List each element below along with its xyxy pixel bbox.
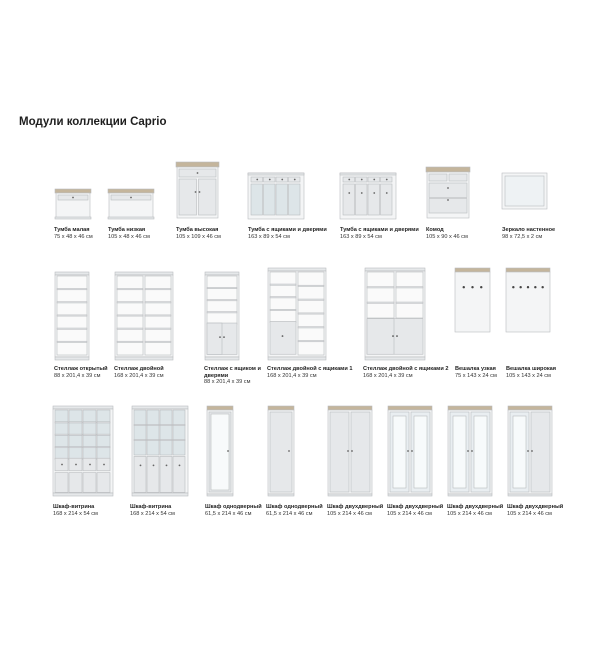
furniture-illustration bbox=[505, 267, 551, 333]
module-dimensions: 168 x 201,4 x 39 см bbox=[363, 372, 413, 379]
module-name: Шкаф двухдверный bbox=[447, 504, 504, 510]
furniture-illustration bbox=[204, 271, 240, 361]
module-name: Стеллаж двойной bbox=[114, 366, 164, 372]
module-dimensions: 105 x 143 x 24 см bbox=[506, 372, 551, 379]
furniture-illustration bbox=[339, 172, 397, 220]
module-name: Стеллаж с ящиком и дверями bbox=[204, 366, 261, 379]
module-name: Шкаф двухдверный bbox=[507, 504, 564, 510]
module-name: Шкаф-витрина bbox=[130, 504, 172, 510]
furniture-illustration bbox=[131, 405, 189, 497]
module-dimensions: 168 x 214 x 54 см bbox=[130, 510, 175, 517]
module-name: Вешалка широкая bbox=[506, 366, 557, 372]
module-dimensions: 168 x 201,4 x 39 см bbox=[114, 372, 164, 379]
furniture-illustration bbox=[54, 188, 92, 220]
furniture-illustration bbox=[364, 267, 426, 361]
module-dimensions: 61,5 x 214 x 46 см bbox=[205, 510, 252, 517]
furniture-illustration bbox=[267, 405, 295, 497]
furniture-illustration bbox=[206, 405, 234, 497]
furniture-illustration bbox=[175, 161, 220, 219]
furniture-illustration bbox=[107, 188, 155, 220]
furniture-illustration bbox=[454, 267, 491, 333]
page-title: Модули коллекции Caprio bbox=[19, 116, 167, 128]
furniture-illustration bbox=[507, 405, 553, 497]
module-name: Тумба малая bbox=[54, 227, 90, 233]
furniture-illustration bbox=[425, 166, 471, 219]
module-dimensions: 168 x 201,4 x 39 см bbox=[267, 372, 317, 379]
module-dimensions: 75 x 143 x 24 см bbox=[455, 372, 497, 379]
module-dimensions: 105 x 214 x 46 см bbox=[327, 510, 372, 517]
module-dimensions: 105 x 90 x 46 см bbox=[426, 233, 468, 240]
module-name: Шкаф двухдверный bbox=[387, 504, 444, 510]
module-dimensions: 98 x 72,5 x 2 см bbox=[502, 233, 543, 240]
module-name: Шкаф однодверный bbox=[266, 504, 323, 510]
module-dimensions: 163 x 89 x 54 см bbox=[340, 233, 382, 240]
module-dimensions: 88 x 201,4 x 39 см bbox=[54, 372, 101, 379]
module-dimensions: 88 x 201,4 x 39 см bbox=[204, 379, 251, 386]
module-name: Шкаф двухдверный bbox=[327, 504, 384, 510]
module-name: Шкаф однодверный bbox=[205, 504, 262, 510]
module-dimensions: 105 x 214 x 46 см bbox=[387, 510, 432, 517]
module-name: Тумба низкая bbox=[108, 227, 146, 233]
furniture-illustration bbox=[54, 271, 90, 361]
module-dimensions: 61,5 x 214 x 46 см bbox=[266, 510, 313, 517]
furniture-illustration bbox=[387, 405, 433, 497]
module-name: Тумба с ящиками и дверями bbox=[248, 227, 327, 233]
module-name: Тумба высокая bbox=[176, 227, 219, 233]
furniture-illustration bbox=[447, 405, 493, 497]
module-name: Стеллаж двойной с ящиками 2 bbox=[363, 366, 449, 372]
module-dimensions: 105 x 214 x 46 см bbox=[447, 510, 492, 517]
furniture-illustration bbox=[52, 405, 114, 497]
furniture-illustration bbox=[267, 267, 327, 361]
furniture-illustration bbox=[327, 405, 373, 497]
module-dimensions: 75 x 48 x 46 см bbox=[54, 233, 93, 240]
module-name: Стеллаж двойной с ящиками 1 bbox=[267, 366, 353, 372]
module-name: Зеркало настенное bbox=[502, 227, 556, 233]
module-dimensions: 105 x 214 x 46 см bbox=[507, 510, 552, 517]
module-name: Вешалка узкая bbox=[455, 366, 496, 372]
furniture-illustration bbox=[114, 271, 174, 361]
module-dimensions: 168 x 214 x 54 см bbox=[53, 510, 98, 517]
module-name: Стеллаж открытый bbox=[54, 366, 108, 372]
module-name: Комод bbox=[426, 227, 444, 233]
module-name: Шкаф-витрина bbox=[53, 504, 95, 510]
module-name: Тумба с ящиками и дверями bbox=[340, 227, 419, 233]
module-dimensions: 163 x 89 x 54 см bbox=[248, 233, 290, 240]
module-dimensions: 105 x 48 x 46 см bbox=[108, 233, 150, 240]
furniture-illustration bbox=[247, 172, 305, 220]
furniture-illustration bbox=[501, 172, 548, 210]
module-dimensions: 105 x 109 x 46 см bbox=[176, 233, 221, 240]
